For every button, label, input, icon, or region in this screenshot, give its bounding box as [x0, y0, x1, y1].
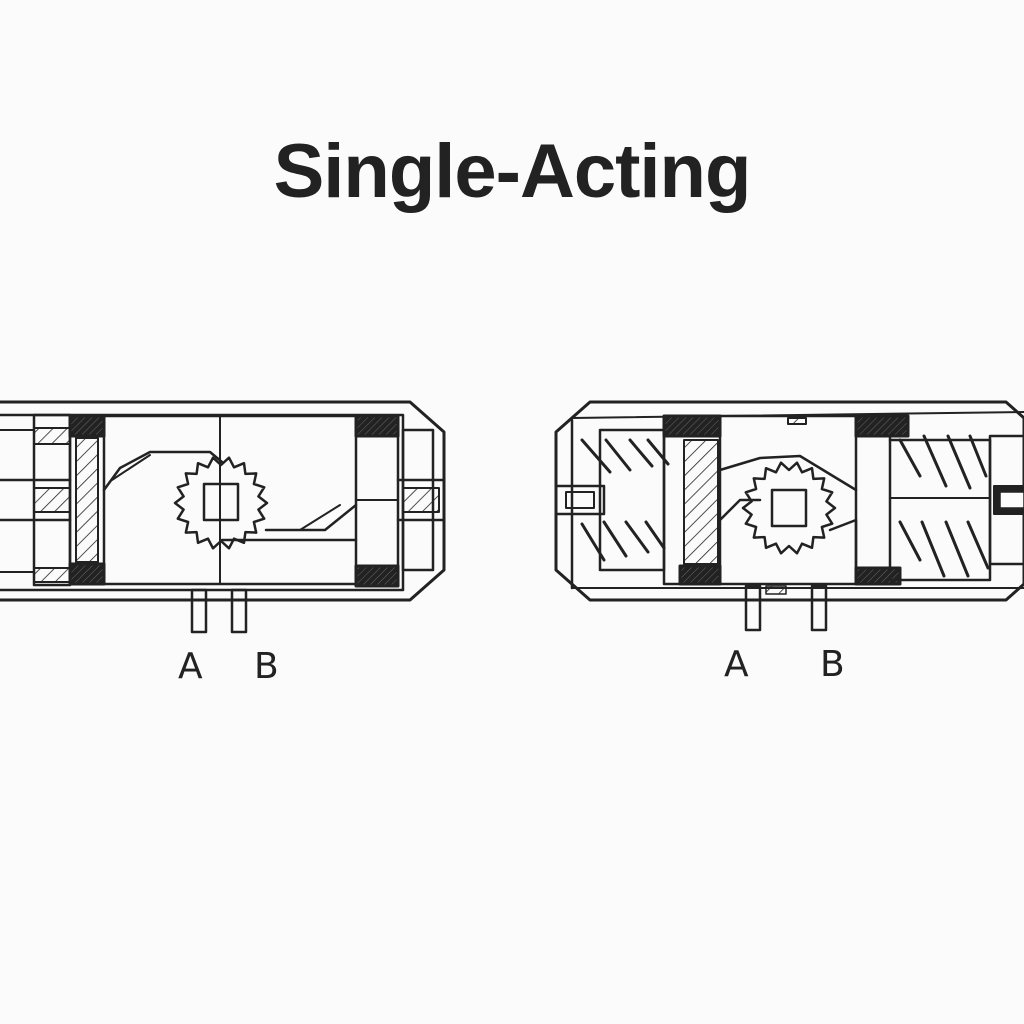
port-label-a-right: A: [724, 644, 749, 685]
page-title: Single-Acting: [273, 129, 752, 214]
piston-left-2: [354, 414, 400, 588]
port-label-b-left: B: [254, 646, 279, 687]
actuator-right: [554, 400, 1024, 632]
piston-left-1: [68, 414, 106, 586]
pinion-gear-left: [173, 456, 269, 550]
actuator-left: [0, 400, 446, 634]
pinion-gear-right: [741, 461, 837, 555]
housing-left: [0, 400, 446, 602]
ports-left: [190, 588, 248, 634]
spring-right: [898, 434, 990, 578]
piston-right-1: [662, 414, 722, 586]
port-label-b-right: B: [820, 644, 845, 685]
housing-right: [554, 400, 1024, 602]
ports-right: [744, 584, 828, 632]
port-label-a-left: A: [178, 646, 203, 687]
spring-left: [580, 438, 670, 562]
